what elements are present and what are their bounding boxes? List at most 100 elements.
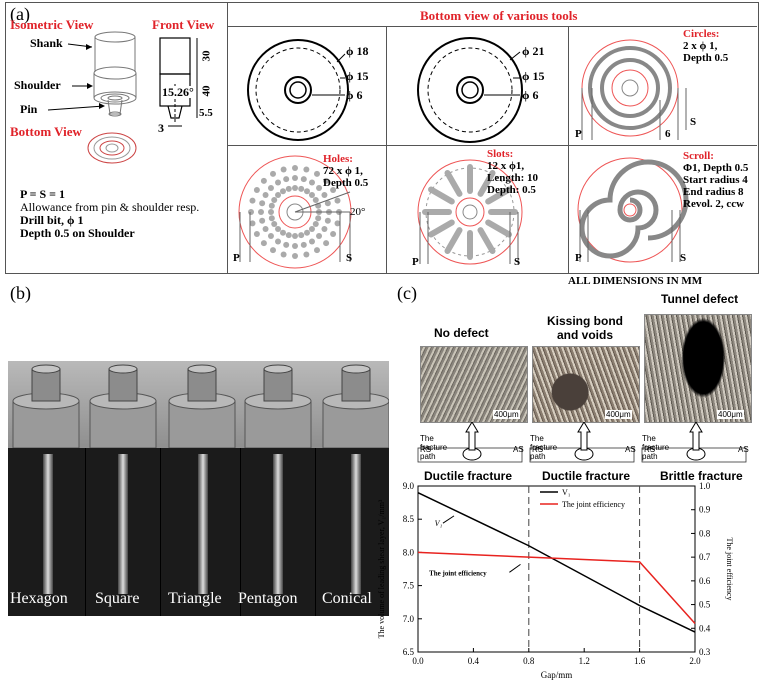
series-line-0 xyxy=(417,491,696,633)
y2-tick-label: 0.3 xyxy=(699,647,711,657)
hole-dot xyxy=(260,177,267,184)
defect-label-no: No defect xyxy=(434,326,489,340)
tool-label-pentagon: Pentagon xyxy=(238,590,298,607)
hole-dot xyxy=(270,247,276,254)
weld-line xyxy=(43,454,53,594)
plate-divider xyxy=(240,448,241,616)
legend-label: V₁ xyxy=(562,488,571,497)
y-tick-label: 6.5 xyxy=(403,647,415,657)
annotation-efficiency: The joint efficiency xyxy=(429,570,487,578)
slot-shape xyxy=(422,209,452,215)
holes-p: P xyxy=(233,252,240,264)
hole-dot xyxy=(323,177,330,184)
holes-line-1: 72 x ϕ 1, xyxy=(323,165,363,177)
slots-line-3: Depth: 0.5 xyxy=(487,184,536,196)
circles-p: P xyxy=(575,128,582,140)
sketch-arrow xyxy=(577,422,591,451)
scroll-line-4: Revol. 2, ccw xyxy=(683,198,745,210)
hole-dot xyxy=(280,166,287,173)
slot-shape xyxy=(467,164,473,194)
y-tick-label: 7.0 xyxy=(403,614,415,624)
hole-dot xyxy=(280,251,287,258)
hole-dot xyxy=(324,200,331,207)
sketch-arrow xyxy=(465,422,479,451)
hole-dot xyxy=(298,232,305,239)
hole-dot xyxy=(275,192,282,199)
tool-label-hexagon: Hexagon xyxy=(10,590,68,607)
tool-pin-shape xyxy=(31,368,61,402)
holes-s: S xyxy=(346,252,353,264)
slot-shape xyxy=(477,170,496,197)
hole-dot xyxy=(321,226,328,232)
slots-p: P xyxy=(412,256,419,268)
y2-axis-label: The joint efficiency xyxy=(725,538,734,601)
x-axis-label: Gap/mm xyxy=(541,670,573,680)
hole-dot xyxy=(321,192,328,198)
tool-pin-top xyxy=(108,364,138,374)
legend-label: The joint efficiency xyxy=(562,500,625,509)
fracture-path-label-1: The fracture path xyxy=(420,434,448,461)
y-axis-label: The volume of leading shear layer, V₁/mm… xyxy=(377,499,386,638)
hole-dot xyxy=(262,226,269,232)
fracture-type-2: Ductile fracture xyxy=(542,469,631,483)
hole-dot xyxy=(300,241,307,248)
grid-hline-top xyxy=(228,26,757,27)
defect-label-kissing: Kissing bond and voids xyxy=(547,314,623,342)
hole-dot xyxy=(267,184,274,191)
welded-plates-photo xyxy=(8,448,389,616)
hole-dot xyxy=(330,187,337,193)
plate-divider xyxy=(160,448,161,616)
hole-dot xyxy=(324,217,331,224)
slots-title: Slots: xyxy=(487,148,514,160)
hole-dot xyxy=(267,233,274,240)
panel-c-label: (c) xyxy=(397,283,417,303)
grid-hline-mid xyxy=(228,145,757,146)
hole-dot xyxy=(259,217,266,224)
weld-line xyxy=(118,454,128,594)
holes-title: Holes: xyxy=(323,153,353,165)
shank-label: Shank xyxy=(30,36,63,50)
slot-shape xyxy=(485,219,512,238)
as-label-1: AS xyxy=(513,445,524,454)
weld-line xyxy=(198,454,208,594)
y-tick-label: 8.0 xyxy=(403,547,415,557)
x-tick-label: 1.6 xyxy=(634,656,646,666)
hole-dot xyxy=(280,188,286,195)
micrograph-kissing-bond xyxy=(532,346,640,423)
x-tick-label: 0.8 xyxy=(523,656,535,666)
hole-dot xyxy=(303,251,310,258)
y-tick-label: 7.5 xyxy=(403,581,415,591)
panel-a-divider xyxy=(227,2,228,273)
hole-dot xyxy=(253,231,260,237)
bottom-view-title: Bottom View xyxy=(10,124,82,139)
hole-dot xyxy=(334,197,341,204)
hole-dot xyxy=(260,240,267,247)
weld-line xyxy=(273,454,283,594)
hole-dot xyxy=(300,176,307,183)
hole-dot xyxy=(304,188,310,195)
y-tick-label: 9.0 xyxy=(403,481,415,491)
tool-label-square: Square xyxy=(95,590,140,607)
tool-pin-top xyxy=(341,364,371,374)
scroll-p: P xyxy=(575,252,582,264)
holes-angle: 20° xyxy=(350,206,366,218)
hole-dot xyxy=(292,175,298,181)
y2-tick-label: 0.5 xyxy=(699,600,711,610)
hole-dot xyxy=(308,225,315,232)
hole-dot xyxy=(271,221,278,227)
hole-dot xyxy=(334,220,341,227)
plate-divider xyxy=(85,448,86,616)
series-line-1 xyxy=(417,551,696,625)
tool1-d15: ϕ 15 xyxy=(346,69,369,83)
hole-dot xyxy=(275,238,281,245)
panel-b-label: (b) xyxy=(10,283,31,303)
grid-vline-1 xyxy=(386,26,387,273)
tool1-d18: ϕ 18 xyxy=(346,44,369,58)
hole-dot xyxy=(323,240,330,247)
slots-pattern xyxy=(422,164,518,260)
dim-3: 3 xyxy=(158,121,164,135)
annotation-v1: V₁ xyxy=(435,519,443,528)
rs-label-3: RS xyxy=(644,445,656,454)
annotation-arrow xyxy=(442,515,455,524)
